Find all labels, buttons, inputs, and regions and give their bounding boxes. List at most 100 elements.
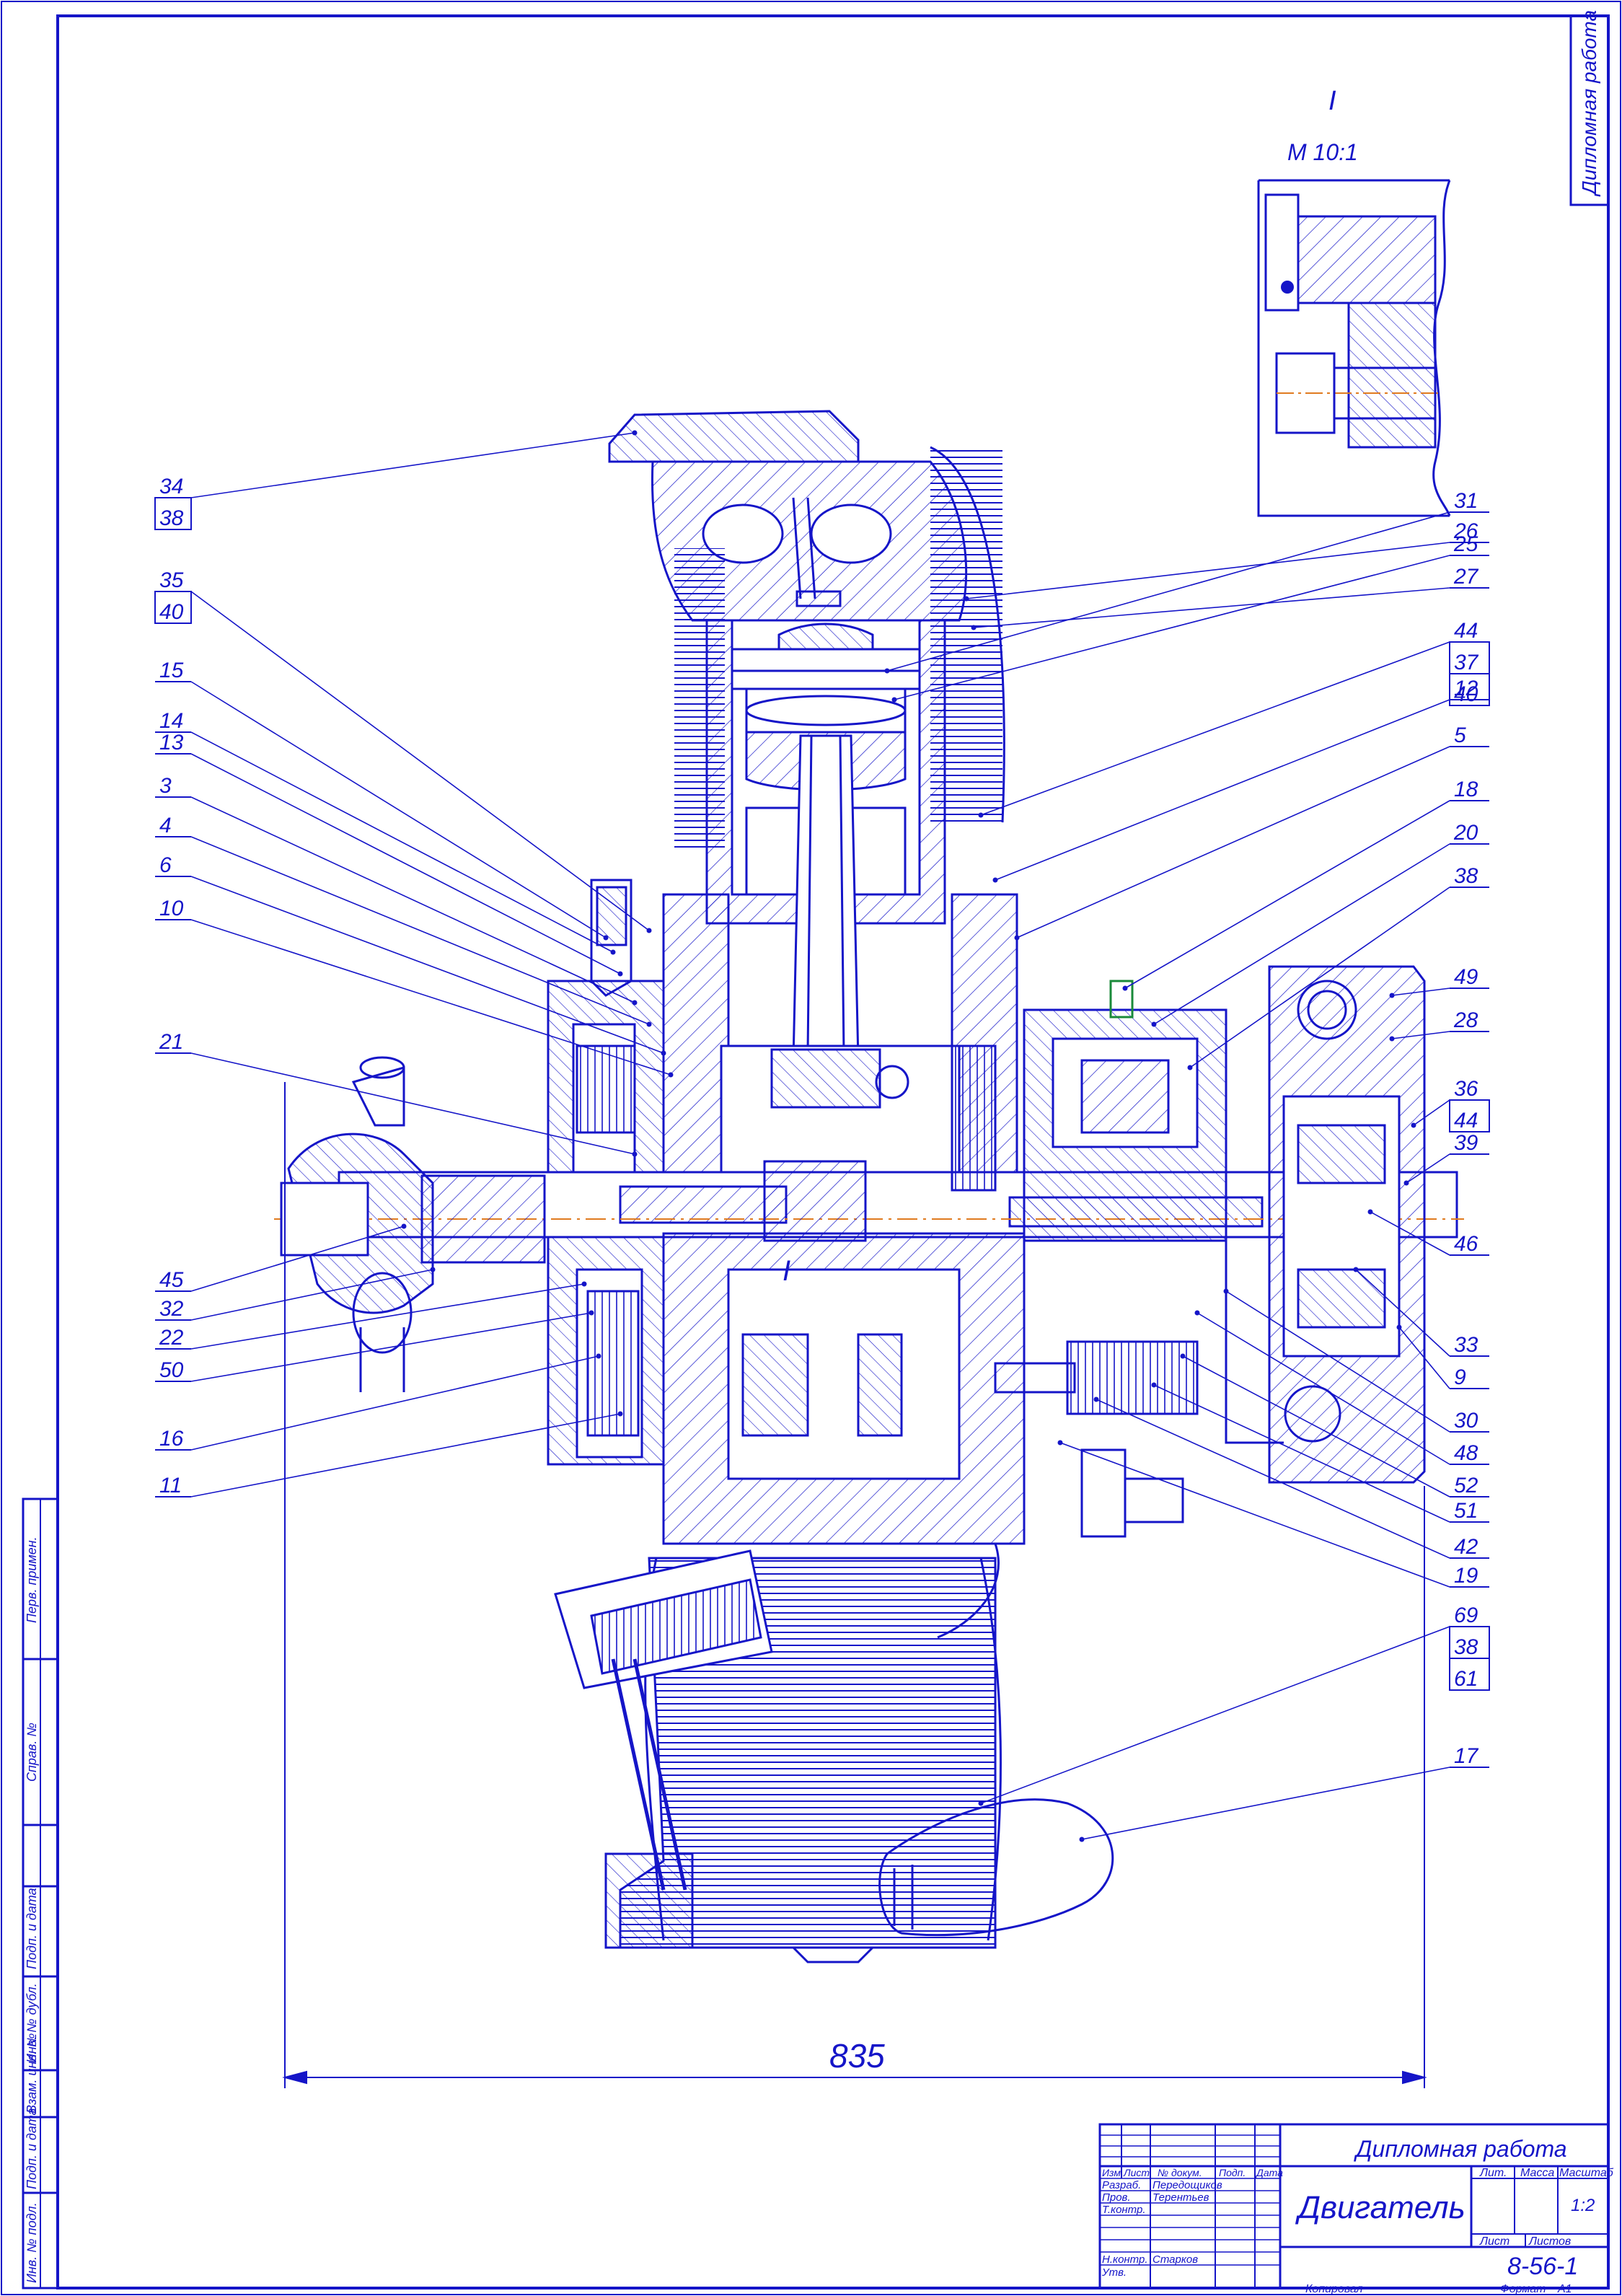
- callout-number: 39: [1454, 1131, 1478, 1155]
- format-value: A1: [1557, 2283, 1572, 2295]
- callout-leader: [1081, 1767, 1450, 1840]
- detail-view-label: I: [1328, 86, 1336, 116]
- callout: 42: [1093, 1396, 1489, 1559]
- callout-leader: [190, 753, 621, 975]
- section-mark: I: [783, 1255, 790, 1287]
- callout-dot: [668, 1072, 674, 1078]
- callout-leader: [1182, 1355, 1450, 1497]
- callout-leader: [966, 542, 1450, 599]
- callout-box: [1449, 673, 1490, 706]
- callout-dot: [1180, 1353, 1186, 1359]
- callout-box: [1449, 1099, 1490, 1132]
- callout: 45: [155, 1223, 407, 1292]
- callout: 16: [155, 1353, 601, 1451]
- callout-dot: [964, 596, 969, 602]
- callout-leader: [190, 1269, 433, 1321]
- callout-number: 38: [1454, 864, 1478, 888]
- header-col: Лист: [1123, 2167, 1150, 2178]
- callout-box: [1449, 1658, 1490, 1691]
- callout-dot: [661, 1050, 666, 1056]
- callout: 22: [155, 1281, 587, 1350]
- callout-leader: [980, 1626, 1450, 1804]
- callout-number: 20: [1453, 821, 1478, 845]
- callout-dot: [1122, 985, 1128, 991]
- person-name: Терентьев: [1152, 2191, 1209, 2204]
- callout-dot: [1389, 1036, 1395, 1042]
- person-name: Передощиков: [1152, 2179, 1222, 2191]
- callout-number: 38: [1454, 1635, 1478, 1659]
- callout-leader: [1370, 1211, 1450, 1256]
- callout: 32: [155, 1267, 436, 1321]
- callout-dot: [992, 877, 998, 883]
- callout-number: 50: [159, 1358, 184, 1382]
- callout-leader: [1096, 1399, 1450, 1559]
- callout-dot: [632, 1000, 638, 1006]
- callout: 14: [155, 709, 616, 955]
- callout-number: 19: [1454, 1564, 1478, 1588]
- callout-leader: [190, 1052, 635, 1155]
- callout-leader: [973, 587, 1450, 628]
- side-stamp-labels: Перв. примен. Справ. № Подп. и дата Инв.…: [25, 1536, 39, 2283]
- callout-leader: [1059, 1442, 1450, 1588]
- detail-view-I: I М 10:1: [1257, 86, 1451, 517]
- callout: 6: [155, 853, 666, 1056]
- callout-leader: [1413, 1099, 1450, 1126]
- callout: 30: [1223, 1288, 1489, 1433]
- spark-plug: [590, 879, 633, 997]
- callout: 27: [971, 565, 1489, 630]
- callout: 28: [1389, 1008, 1489, 1042]
- callout-number: 9: [1454, 1365, 1466, 1389]
- callout-leader: [190, 1413, 621, 1497]
- callout-dot: [603, 935, 609, 941]
- callout-number: 45: [159, 1268, 184, 1292]
- callout-dot: [596, 1353, 601, 1359]
- callout-leader: [190, 432, 635, 498]
- callout-dot: [610, 949, 616, 955]
- callout: 51: [1151, 1382, 1489, 1523]
- callout-leader: [1355, 1269, 1450, 1357]
- callout-leader: [1124, 800, 1450, 989]
- callout: 3: [155, 774, 638, 1006]
- callout: 12: [992, 677, 1489, 883]
- dimension-line: [282, 1082, 1427, 2088]
- callout-number: 42: [1454, 1535, 1478, 1559]
- callout-number: 40: [1454, 682, 1478, 706]
- lit-label: Лит.: [1479, 2167, 1507, 2179]
- callout-dot: [401, 1223, 407, 1229]
- callout-number: 28: [1453, 1008, 1478, 1032]
- callout-number: 69: [1454, 1604, 1478, 1627]
- callout-leader: [1391, 1031, 1450, 1039]
- callout-leader: [1398, 1327, 1450, 1389]
- callout: 18: [1122, 778, 1489, 991]
- callout-dot: [1353, 1267, 1359, 1272]
- callout-number: 44: [1454, 1109, 1478, 1132]
- stamp-label: Справ. №: [25, 1723, 39, 1782]
- callout-number: 12: [1454, 677, 1478, 700]
- role: Разраб.: [1102, 2179, 1141, 2191]
- callout-dot: [632, 1151, 638, 1157]
- callout-number: 14: [159, 709, 183, 733]
- callout-dot: [632, 430, 638, 436]
- callout-number: 6: [159, 853, 172, 877]
- callout-number: 37: [1454, 651, 1479, 674]
- callout-number: 4: [159, 814, 172, 837]
- callout-dot: [978, 812, 984, 818]
- callout-number: 30: [1454, 1409, 1478, 1433]
- scale-label: Масштаб: [1559, 2167, 1614, 2179]
- callout-number: 40: [159, 600, 184, 624]
- sheet-label: Лист: [1479, 2235, 1509, 2248]
- exhaust-pipe: [878, 1798, 1114, 1937]
- callout-leader: [190, 876, 664, 1054]
- callout: 38: [1187, 864, 1489, 1070]
- callout: 17: [1079, 1744, 1489, 1842]
- callout-leader: [1225, 1290, 1450, 1433]
- callout-leader: [190, 591, 650, 931]
- callout-leader: [886, 511, 1450, 672]
- callout-dot: [1014, 935, 1020, 941]
- callout-number: 11: [159, 1474, 182, 1497]
- stamp-label: Подп. и дата: [25, 2108, 39, 2189]
- stamp-label: Перв. примен.: [25, 1536, 39, 1623]
- callout-number: 61: [1454, 1667, 1478, 1691]
